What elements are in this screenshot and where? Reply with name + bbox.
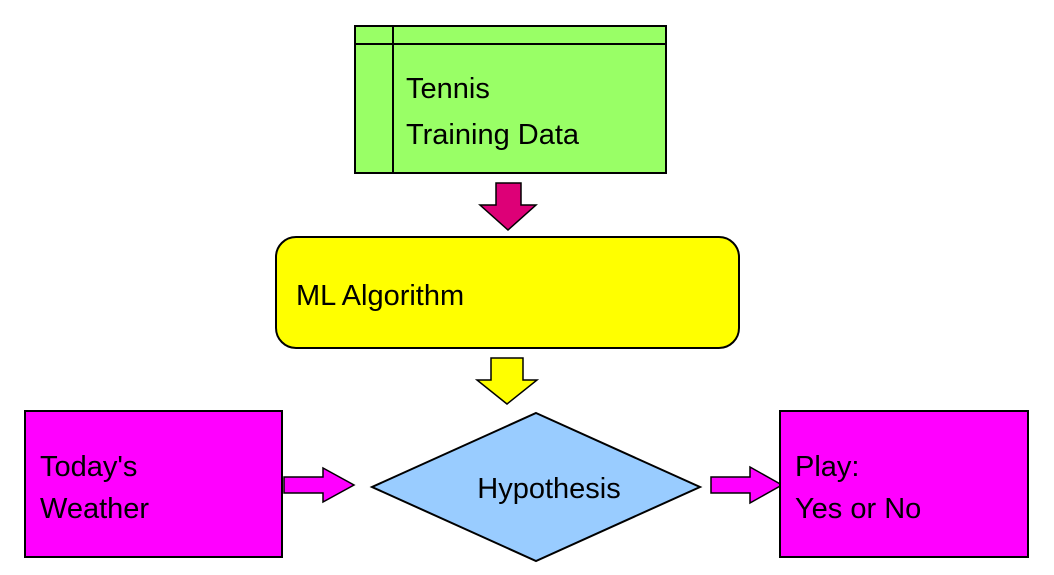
arrow-hypothesis-to-play bbox=[710, 465, 784, 505]
hypothesis-label: Hypothesis bbox=[477, 473, 620, 505]
play-output-label-line2: Yes or No bbox=[795, 493, 921, 525]
todays-weather-node: Today's Weather bbox=[24, 410, 283, 558]
ml-algorithm-node: ML Algorithm bbox=[275, 236, 740, 349]
play-output-node: Play: Yes or No bbox=[779, 410, 1029, 558]
ml-algorithm-box bbox=[275, 236, 740, 349]
training-data-label-line1: Tennis bbox=[406, 73, 490, 105]
arrow-ml-to-hypothesis bbox=[474, 357, 540, 405]
play-output-box bbox=[779, 410, 1029, 558]
training-data-label-line2: Training Data bbox=[406, 119, 580, 151]
arrow-weather-to-hypothesis bbox=[283, 466, 356, 504]
play-output-label-line1: Play: bbox=[795, 451, 859, 483]
arrow-training-to-ml bbox=[478, 182, 538, 232]
todays-weather-label-line1: Today's bbox=[40, 451, 137, 483]
todays-weather-box bbox=[24, 410, 283, 558]
training-data-node: Tennis Training Data bbox=[354, 25, 667, 174]
hypothesis-diamond bbox=[369, 411, 703, 563]
todays-weather-label-line2: Weather bbox=[40, 493, 149, 525]
ml-algorithm-label: ML Algorithm bbox=[296, 280, 464, 312]
training-data-box bbox=[354, 25, 667, 174]
hypothesis-node: Hypothesis bbox=[369, 411, 703, 563]
